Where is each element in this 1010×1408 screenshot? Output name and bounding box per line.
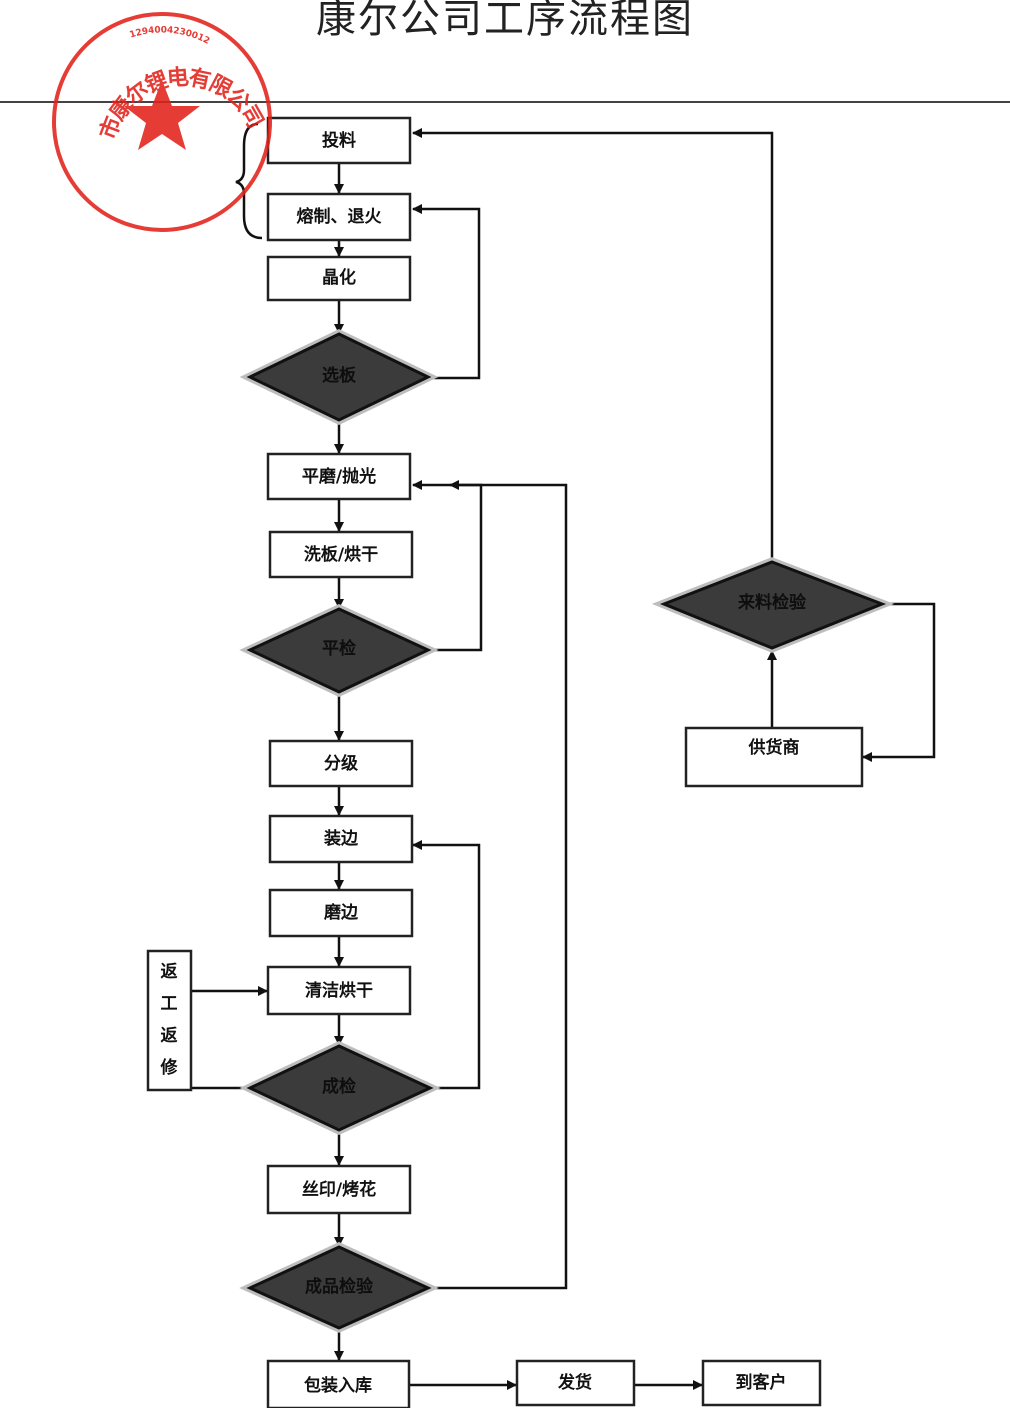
node-label: 成品检验 (305, 1276, 374, 1297)
node-xiban: 洗板/烘干 (268, 530, 414, 579)
node-gonghuo: 供货商 (684, 726, 864, 788)
edge-xuanban-rework (412, 204, 481, 380)
decision-xuanban: 选板 (239, 329, 439, 425)
edge-laoliao-toliao (412, 128, 774, 561)
node-siyin: 丝印/烤花 (266, 1164, 412, 1215)
node-label: 磨边 (324, 902, 359, 923)
node-label: 来料检验 (737, 592, 807, 613)
decision-chengpin: 成品检验 (239, 1242, 439, 1333)
node-pingmo: 平磨/抛光 (266, 452, 412, 501)
edge-chengpin-rework (428, 480, 568, 1290)
node-label: 洗板/烘干 (304, 544, 378, 565)
node-label: 包装入库 (304, 1375, 372, 1396)
decision-laoliao: 来料检验 (651, 557, 895, 653)
node-char: 返 (161, 962, 178, 982)
node-char: 返 (161, 1026, 178, 1046)
bracket-mark (235, 122, 263, 240)
decision-pingjian: 平检 (239, 604, 439, 697)
node-char: 工 (161, 994, 178, 1014)
seal-ring-text: 市康尔锂电有限公司 (94, 64, 268, 143)
connectors (191, 122, 936, 1390)
seal-serial: 1294004230012 (128, 25, 211, 46)
node-zhuangbian: 装边 (268, 814, 414, 864)
node-fahuo: 发货 (515, 1359, 636, 1407)
node-qingjie: 清洁烘干 (266, 965, 412, 1016)
node-label: 丝印/烤花 (302, 1179, 376, 1200)
node-char: 修 (160, 1057, 179, 1078)
node-toliao: 投料 (266, 116, 412, 165)
node-label: 成检 (322, 1076, 356, 1097)
node-label: 发货 (557, 1372, 592, 1393)
node-label: 清洁烘干 (305, 980, 373, 1001)
node-fenji: 分级 (268, 739, 414, 788)
edge-laoliao-return (862, 602, 936, 762)
node-label: 平磨/抛光 (302, 466, 376, 487)
node-daokehu: 到客户 (701, 1359, 822, 1407)
edge-pingjian-rework (412, 480, 483, 652)
node-label: 熔制、退火 (297, 206, 383, 227)
star-icon (124, 80, 200, 150)
node-jinghua: 晶化 (266, 255, 412, 302)
node-fangong: 返 工 返 修 (146, 949, 193, 1092)
header-divider (0, 101, 1010, 103)
decision-chengjian: 成检 (239, 1041, 441, 1135)
node-label: 平检 (322, 638, 356, 659)
node-label: 到客户 (736, 1372, 787, 1393)
company-seal: 1294004230012 市康尔锂电有限公司 (52, 12, 272, 232)
node-label: 供货商 (748, 737, 800, 758)
node-mobian: 磨边 (268, 888, 414, 938)
node-label: 投料 (322, 130, 356, 151)
node-baozhuang: 包装入库 (266, 1359, 411, 1408)
page-title: 康尔公司工序流程图 (316, 0, 694, 42)
node-label: 装边 (323, 828, 359, 849)
node-rongzhi: 熔制、退火 (266, 192, 412, 242)
node-label: 分级 (324, 753, 358, 774)
node-label: 选板 (322, 365, 357, 386)
node-label: 晶化 (322, 267, 356, 288)
edge-chengjian-rework (412, 840, 481, 1090)
